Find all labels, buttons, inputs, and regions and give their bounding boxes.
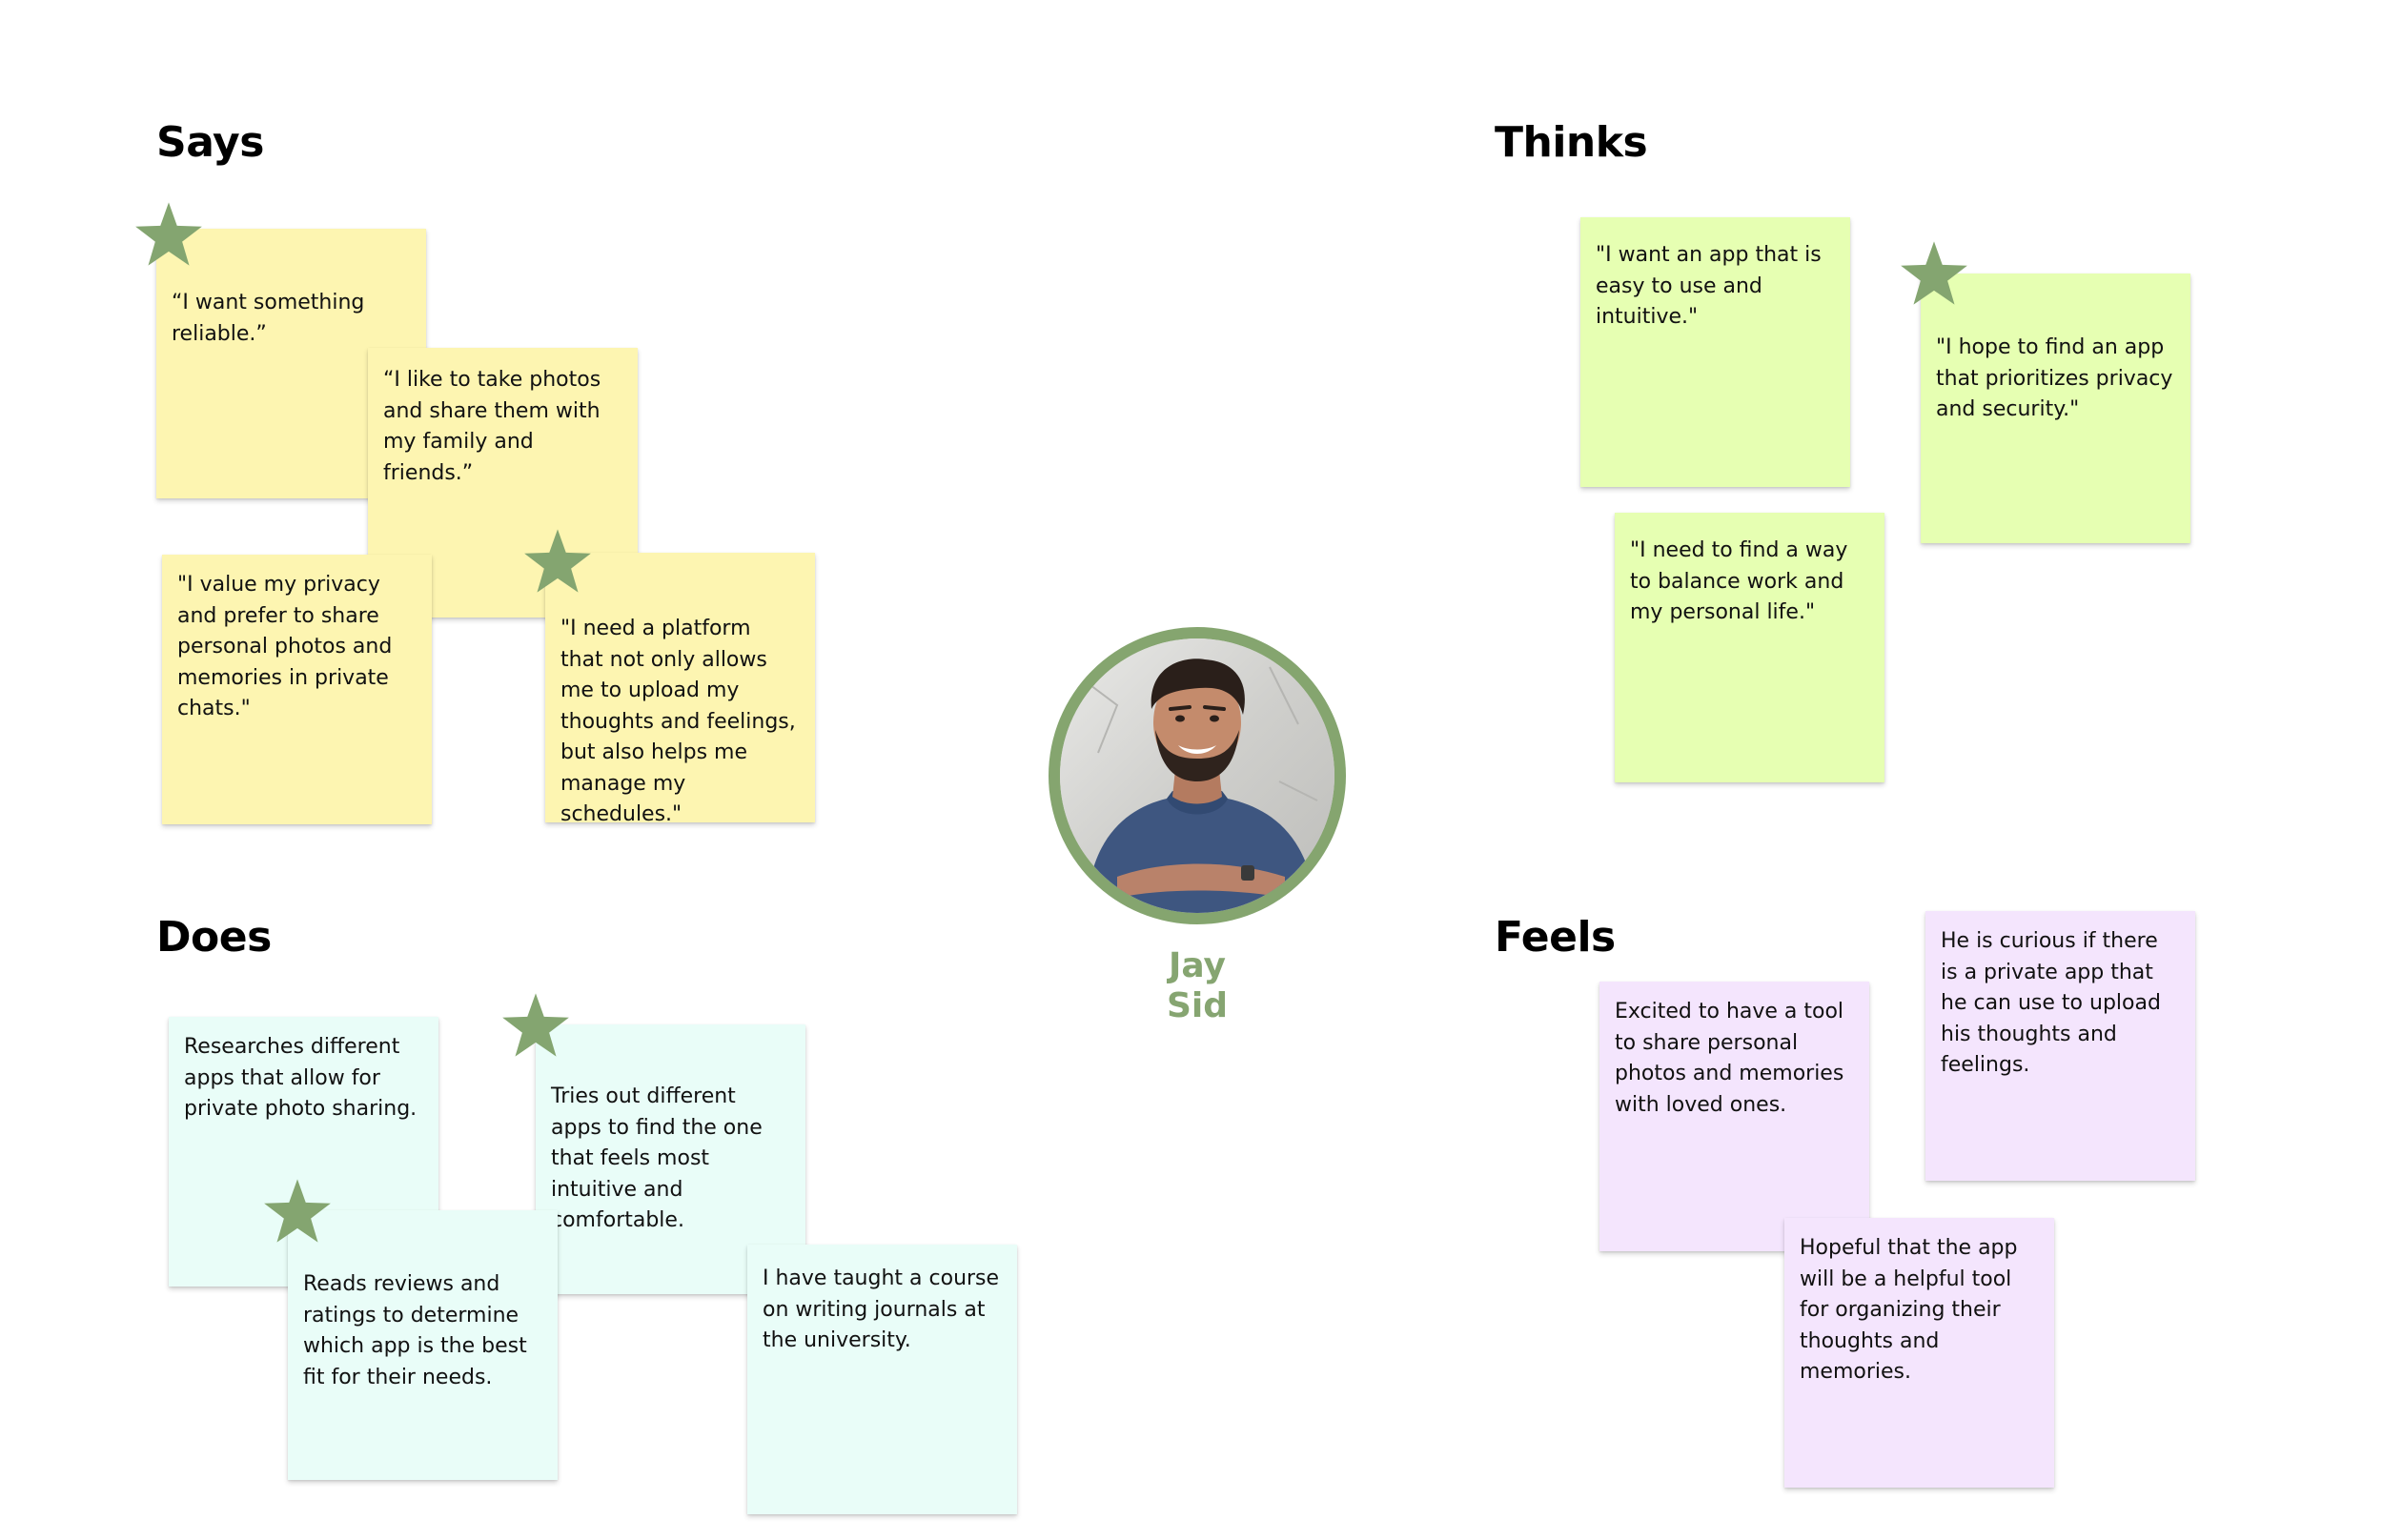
star-shape bbox=[502, 993, 569, 1057]
persona-avatar bbox=[1049, 627, 1346, 924]
feels-note-2[interactable]: Excited to have a tool to share personal… bbox=[1599, 982, 1869, 1251]
does-note-text: Tries out different apps to find the one… bbox=[551, 1084, 763, 1232]
star-shape bbox=[135, 202, 202, 266]
feels-note-text: He is curious if there is a private app … bbox=[1941, 929, 2161, 1077]
thinks-note-1[interactable]: "I want an app that is easy to use and i… bbox=[1580, 217, 1850, 487]
star-icon bbox=[499, 991, 573, 1065]
feels-note-text: Hopeful that the app will be a helpful t… bbox=[1800, 1236, 2018, 1384]
star-icon bbox=[520, 527, 595, 601]
feels-note-text: Excited to have a tool to share personal… bbox=[1615, 1000, 1844, 1117]
person-photo-icon bbox=[1060, 638, 1334, 913]
thinks-note-text: "I need to find a way to balance work an… bbox=[1630, 538, 1848, 624]
persona-first-name: Jay bbox=[1168, 946, 1227, 985]
says-note-text: “I like to take photos and share them wi… bbox=[383, 368, 601, 485]
thinks-note-3[interactable]: "I need to find a way to balance work an… bbox=[1615, 513, 1884, 782]
persona-last-name: Sid bbox=[1166, 986, 1229, 1025]
does-note-4[interactable]: I have taught a course on writing journa… bbox=[747, 1245, 1017, 1514]
says-note-text: "I need a platform that not only allows … bbox=[560, 617, 796, 826]
says-note-4[interactable]: "I need a platform that not only allows … bbox=[545, 553, 815, 826]
person-illustration bbox=[1060, 638, 1334, 913]
thinks-note-text: "I hope to find an app that prioritizes … bbox=[1936, 335, 2173, 421]
says-note-text: “I want something reliable.” bbox=[172, 291, 365, 346]
feels-note-3[interactable]: Hopeful that the app will be a helpful t… bbox=[1784, 1218, 2054, 1488]
does-note-text: I have taught a course on writing journa… bbox=[763, 1266, 1000, 1352]
thinks-note-2[interactable]: "I hope to find an app that prioritizes … bbox=[1921, 274, 2190, 543]
does-note-text: Researches different apps that allow for… bbox=[184, 1035, 418, 1121]
star-icon bbox=[1897, 239, 1971, 314]
section-title-does: Does bbox=[156, 913, 272, 962]
star-shape bbox=[524, 529, 591, 593]
section-title-feels: Feels bbox=[1495, 913, 1616, 962]
persona-name: Jay Sid bbox=[1102, 946, 1293, 1026]
section-title-says: Says bbox=[156, 118, 264, 167]
star-shape bbox=[264, 1179, 331, 1243]
feels-note-1[interactable]: He is curious if there is a private app … bbox=[1925, 911, 2195, 1181]
does-note-text: Reads reviews and ratings to determine w… bbox=[303, 1272, 527, 1389]
star-shape bbox=[1901, 241, 1967, 305]
says-note-3[interactable]: "I value my privacy and prefer to share … bbox=[162, 555, 432, 824]
thinks-note-text: "I want an app that is easy to use and i… bbox=[1596, 243, 1822, 329]
section-title-thinks: Thinks bbox=[1495, 118, 1648, 167]
star-icon bbox=[260, 1177, 335, 1251]
star-icon bbox=[132, 200, 206, 274]
says-note-text: "I value my privacy and prefer to share … bbox=[177, 573, 393, 720]
does-note-3[interactable]: Reads reviews and ratings to determine w… bbox=[288, 1210, 558, 1480]
